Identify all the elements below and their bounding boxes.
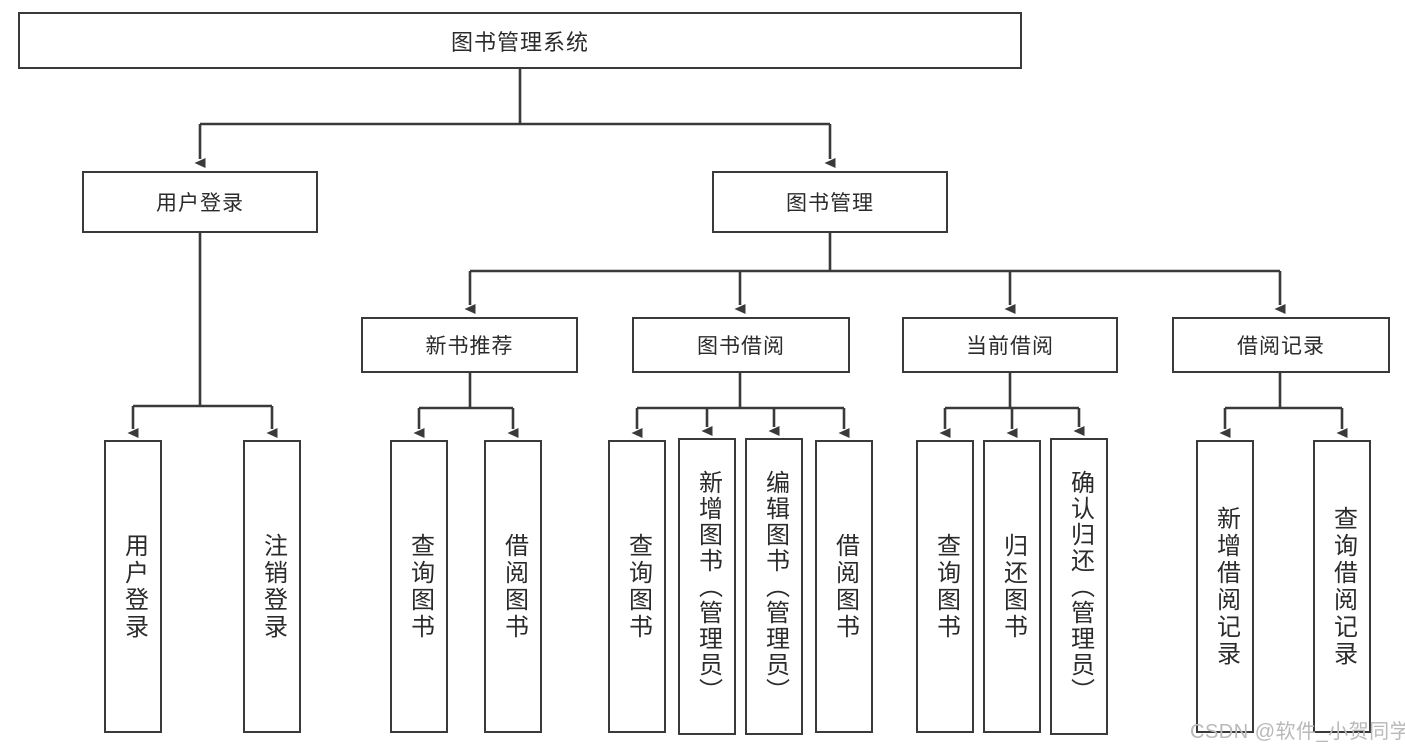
leaf-add-borrow-record-label: 新增借阅记录 [1212, 505, 1240, 668]
node-borrow-record[interactable]: 借阅记录 [1172, 317, 1390, 373]
leaf-borrow-book-newbook-label: 借阅图书 [500, 532, 528, 641]
node-current-borrow[interactable]: 当前借阅 [902, 317, 1118, 373]
node-user-login[interactable]: 用户登录 [82, 171, 318, 233]
leaf-return-book-label: 归还图书 [999, 532, 1027, 641]
leaf-borrow-book-newbook[interactable]: 借阅图书 [484, 440, 542, 733]
leaf-user-login-label: 用户登录 [120, 532, 148, 641]
leaf-query-book-borrow[interactable]: 查询图书 [608, 440, 666, 733]
leaf-logout-login-label: 注销登录 [259, 532, 287, 641]
leaf-edit-book-admin-label: 编辑图书（管理员） [761, 469, 789, 704]
leaf-query-book-newbook[interactable]: 查询图书 [390, 440, 448, 733]
leaf-borrow-book-label: 借阅图书 [831, 532, 859, 641]
leaf-add-borrow-record[interactable]: 新增借阅记录 [1196, 440, 1254, 733]
node-new-book-recommend-label: 新书推荐 [425, 335, 514, 358]
leaf-query-book-borrow-label: 查询图书 [624, 532, 652, 641]
leaf-query-book-newbook-label: 查询图书 [406, 532, 434, 641]
leaf-edit-book-admin[interactable]: 编辑图书（管理员） [745, 438, 803, 735]
leaf-confirm-return-admin-label: 确认归还（管理员） [1066, 469, 1094, 704]
leaf-borrow-book[interactable]: 借阅图书 [815, 440, 873, 733]
leaf-query-book-current[interactable]: 查询图书 [916, 440, 974, 733]
node-root-system[interactable]: 图书管理系统 [18, 12, 1022, 69]
node-user-login-label: 用户登录 [156, 192, 244, 215]
node-book-management[interactable]: 图书管理 [712, 171, 948, 233]
node-current-borrow-label: 当前借阅 [966, 335, 1054, 358]
leaf-add-book-admin-label: 新增图书（管理员） [694, 469, 722, 704]
watermark-text: CSDN @软件_小贺同学 [1190, 721, 1405, 743]
leaf-query-borrow-record-label: 查询借阅记录 [1329, 505, 1357, 668]
node-book-management-label: 图书管理 [786, 192, 874, 215]
leaf-add-book-admin[interactable]: 新增图书（管理员） [678, 438, 736, 735]
node-new-book-recommend[interactable]: 新书推荐 [361, 317, 578, 373]
leaf-confirm-return-admin[interactable]: 确认归还（管理员） [1050, 438, 1108, 735]
tree-edges [127, 69, 1348, 438]
node-borrow-record-label: 借阅记录 [1237, 335, 1325, 358]
leaf-query-book-current-label: 查询图书 [932, 532, 960, 641]
node-book-borrow-label: 图书借阅 [697, 335, 785, 358]
node-root-label: 图书管理系统 [450, 29, 589, 55]
leaf-logout-login[interactable]: 注销登录 [243, 440, 301, 733]
leaf-return-book[interactable]: 归还图书 [983, 440, 1041, 733]
leaf-query-borrow-record[interactable]: 查询借阅记录 [1313, 440, 1371, 733]
leaf-user-login[interactable]: 用户登录 [104, 440, 162, 733]
node-book-borrow[interactable]: 图书借阅 [632, 317, 850, 373]
